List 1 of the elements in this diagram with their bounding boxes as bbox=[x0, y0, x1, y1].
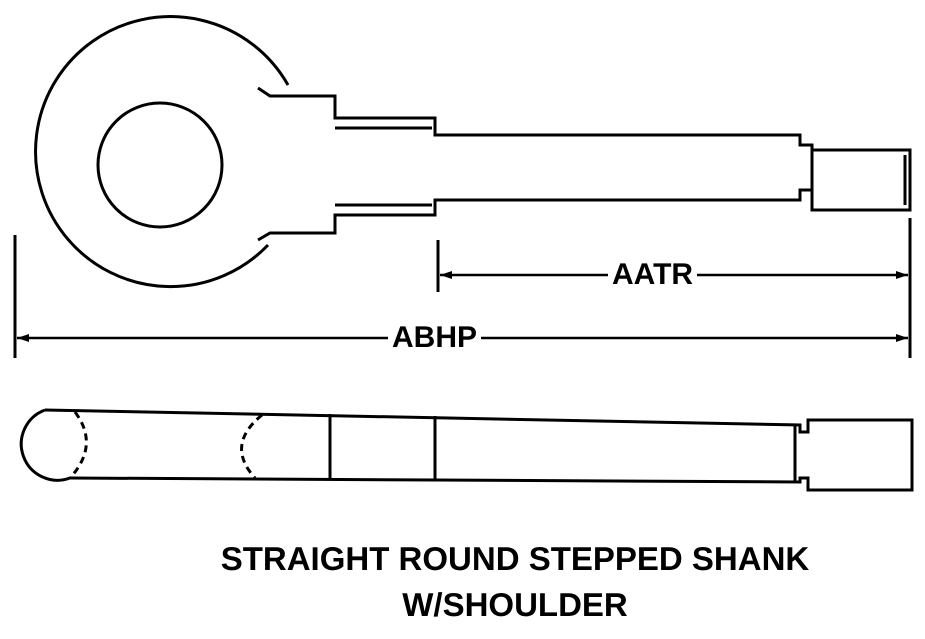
caption: STRAIGHT ROUND STEPPED SHANK W/SHOULDER bbox=[220, 539, 810, 625]
